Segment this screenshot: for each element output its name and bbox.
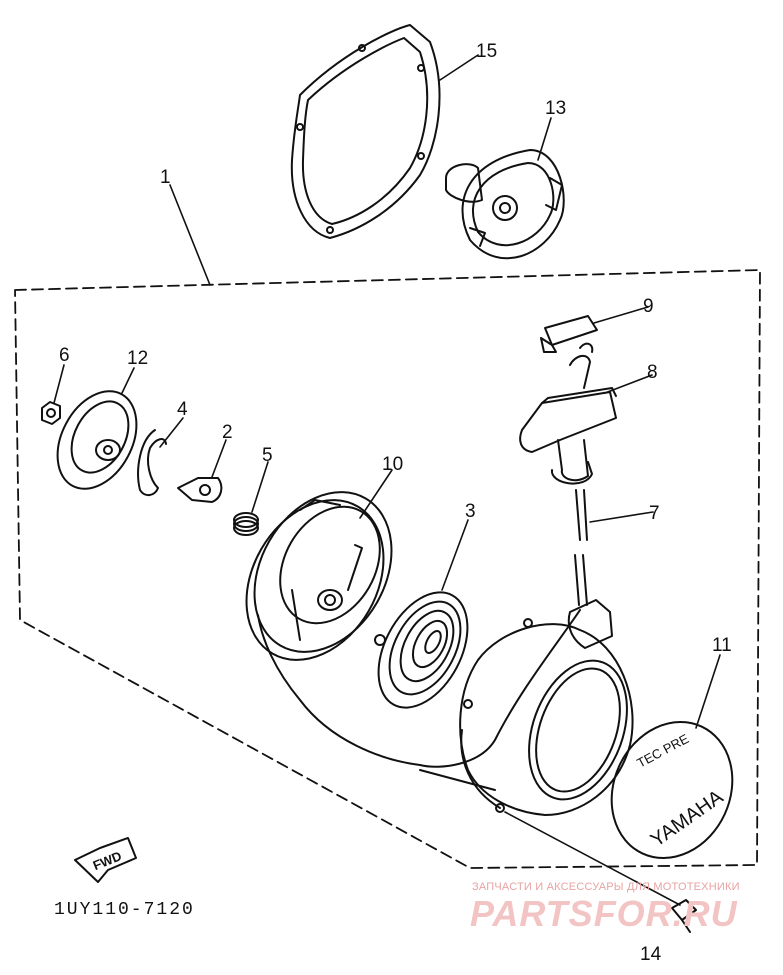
small-spring-part xyxy=(233,512,259,536)
assembly-boundary xyxy=(14,269,761,869)
drive-pulley-part xyxy=(445,149,565,260)
leader-lines xyxy=(53,54,721,906)
emblem-text: YAMAHA xyxy=(647,786,728,852)
yamaha-emblem-part: YAMAHA TEC PRE xyxy=(610,720,734,860)
part-number-11: 11 xyxy=(712,635,732,656)
gasket-part xyxy=(290,24,441,239)
watermark-logo: PARTSFOR.RU xyxy=(470,893,738,934)
starter-rope-part xyxy=(257,489,588,791)
part-number-13: 13 xyxy=(545,98,567,119)
watermark-tagline: ЗАПЧАСТИ И АКСЕССУАРЫ ДЛЯ МОТОТЕХНИКИ xyxy=(472,881,740,893)
starter-case-part xyxy=(459,599,634,816)
ratchet-pawl-part xyxy=(177,477,223,503)
handle-cap-part xyxy=(540,315,598,353)
rope-pulley-part xyxy=(245,491,393,661)
part-number-1: 1 xyxy=(160,167,171,188)
part-number-15: 15 xyxy=(476,41,498,62)
bolt-part xyxy=(671,899,697,933)
diagram-code: 1UY110-7120 xyxy=(54,900,195,920)
starter-handle-part xyxy=(519,342,617,485)
part-number-4: 4 xyxy=(177,399,188,420)
part-number-3: 3 xyxy=(465,501,476,522)
part-number-7: 7 xyxy=(649,503,660,524)
fwd-arrow-icon: FWD xyxy=(74,837,137,883)
clip-spring-part xyxy=(137,429,167,496)
part-number-6: 6 xyxy=(59,345,70,366)
part-number-5: 5 xyxy=(262,445,273,466)
part-number-8: 8 xyxy=(647,362,658,383)
part-number-12: 12 xyxy=(127,348,149,369)
drive-plate-part xyxy=(56,390,138,490)
part-number-2: 2 xyxy=(222,422,233,443)
spiral-spring-part xyxy=(374,591,469,709)
part-number-10: 10 xyxy=(382,454,404,475)
part-number-9: 9 xyxy=(643,296,654,317)
nut-part xyxy=(41,401,61,425)
part-number-14: 14 xyxy=(640,944,662,965)
